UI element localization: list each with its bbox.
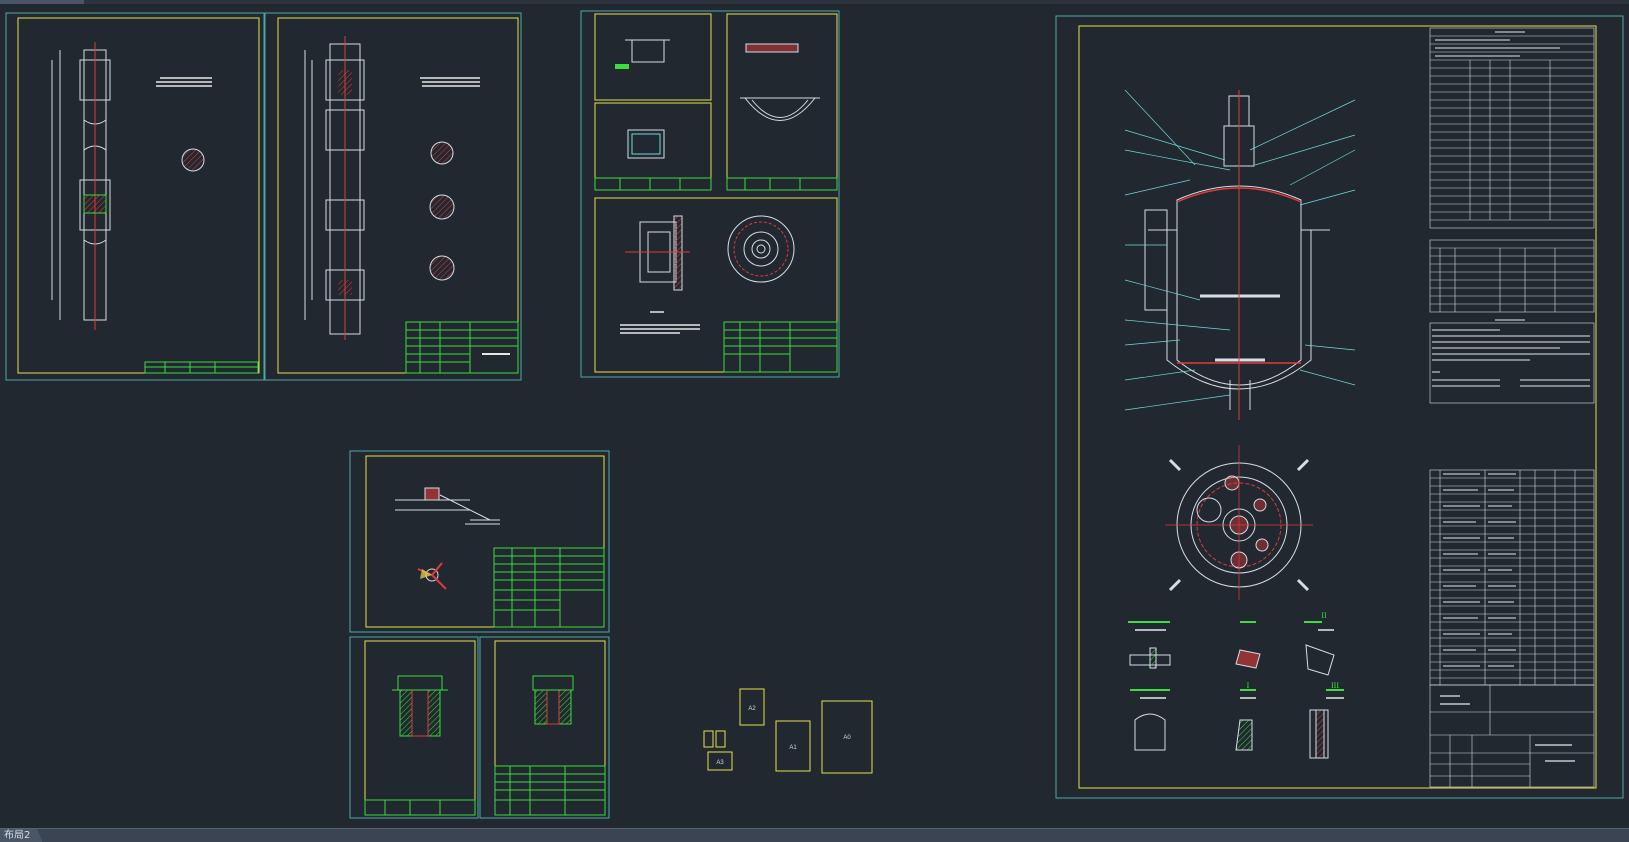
sheet-reactor-assembly[interactable]: I II III: [1055, 15, 1624, 799]
size-label-a1: A1: [789, 745, 797, 751]
section-b: [429, 194, 455, 220]
section-view: [181, 148, 205, 172]
shaft-part: [51, 49, 111, 321]
layout-tab-bar: 布局2: [0, 828, 1629, 842]
sheet-shaft-1[interactable]: [5, 12, 265, 381]
part-c: [740, 43, 820, 121]
weld-section: [417, 562, 447, 590]
bushing-1-table: [364, 799, 476, 816]
main-title-text: [1440, 695, 1575, 762]
keyway-hatch: [338, 70, 352, 95]
top-tab-strip: [0, 0, 1629, 4]
parts-list-text: [1443, 473, 1516, 667]
weld-table: [493, 547, 605, 628]
tech-requirements: [1432, 319, 1590, 387]
part-b: [627, 129, 665, 159]
sheet-size-legend: A3 A2 A1 A0: [703, 688, 873, 774]
sheet-bushing-1[interactable]: [349, 636, 479, 819]
reactor-top-view: [1165, 445, 1313, 600]
part-b-table: [594, 177, 712, 191]
tech-spec-table: [1429, 27, 1595, 229]
bushing-2-part: [532, 675, 574, 725]
part-a: [615, 39, 670, 69]
sheet-small-parts[interactable]: [580, 10, 840, 378]
model-tab[interactable]: [0, 0, 84, 4]
detail-label-3: III: [1331, 681, 1339, 690]
sheet-weld-detail[interactable]: [349, 450, 610, 633]
tech-spec-text: [1435, 31, 1560, 57]
leader-lines-left: [1124, 89, 1231, 411]
title-block: [144, 361, 259, 374]
sheet-bushing-2[interactable]: [479, 636, 610, 819]
size-label-a2: A2: [748, 706, 756, 712]
requirements-frame: [1429, 322, 1595, 404]
bushing-1-part: [392, 675, 448, 737]
hatch-band: [83, 194, 107, 214]
parts-list: [1429, 469, 1595, 686]
leader-lines-right: [1249, 99, 1356, 386]
size-label-a3: A3: [716, 760, 724, 766]
size-label-a0: A0: [843, 735, 851, 741]
tech-notes-2: [420, 77, 480, 87]
layout-tab-2[interactable]: 布局2: [0, 829, 43, 842]
detail-label-1: I: [1247, 681, 1250, 690]
shaft-part-2: [304, 43, 365, 335]
title-block-2: [405, 321, 519, 374]
section-a: [430, 141, 454, 165]
sheet-shaft-2[interactable]: [264, 12, 522, 381]
section-c: [429, 255, 455, 281]
nozzle-table: [1429, 239, 1595, 313]
keyway-hatch-2: [338, 280, 352, 295]
part-d-table: [723, 321, 838, 373]
detail-label-2: II: [1321, 611, 1327, 620]
part-d-section: [625, 215, 690, 291]
part-d-flange-view: [727, 215, 795, 283]
bushing-2-table: [494, 765, 606, 816]
weld-sketch: [395, 487, 500, 525]
vessel-lining: [1176, 187, 1302, 364]
part-d-notes: [620, 311, 700, 334]
main-title-block: [1429, 684, 1595, 788]
part-c-table: [726, 177, 838, 191]
tech-notes: [156, 77, 212, 87]
detail-views: I II III: [1128, 611, 1344, 759]
